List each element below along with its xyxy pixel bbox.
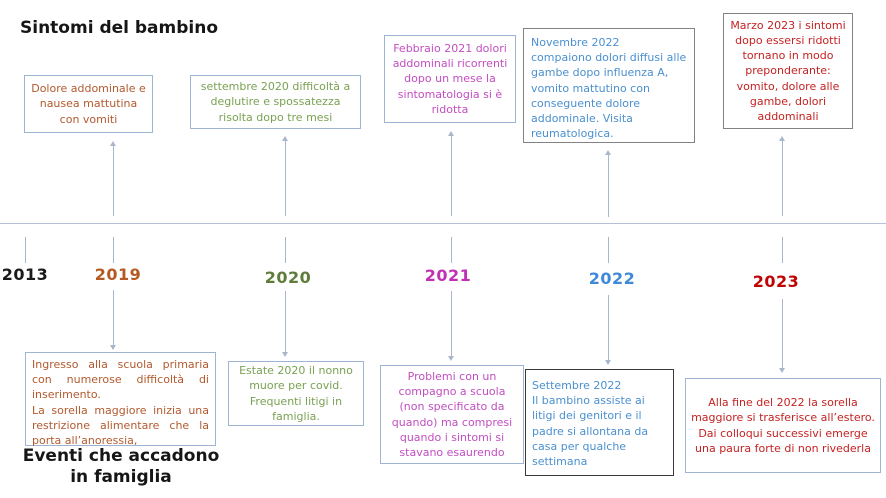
year-label-2013: 2013 [1, 265, 49, 284]
year-tick [113, 237, 114, 263]
connector-arrow-icon [605, 150, 611, 155]
connector-line [782, 141, 783, 216]
connector-line [285, 141, 286, 216]
connector-arrow-icon [110, 345, 116, 350]
connector-line [113, 290, 114, 345]
year-label-2020: 2020 [264, 268, 312, 287]
symptom-box-2023: Marzo 2023 i sintomi dopo essersi ridott… [723, 13, 853, 129]
family-event-box-2022: Settembre 2022 Il bambino assiste ai lit… [525, 369, 674, 476]
connector-line [782, 299, 783, 368]
year-label-2019: 2019 [94, 265, 142, 284]
connector-arrow-icon [282, 352, 288, 357]
connector-arrow-icon [282, 136, 288, 141]
connector-line [451, 136, 452, 216]
connector-line [608, 155, 609, 217]
year-tick [285, 237, 286, 263]
year-label-2022: 2022 [588, 269, 636, 288]
symptom-box-2020: settembre 2020 difficoltà a deglutire e … [190, 75, 361, 129]
family-event-box-2020: Estate 2020 il nonno muore per covid. Fr… [228, 361, 364, 426]
symptom-box-2022: Novembre 2022 compaiono dolori diffusi a… [523, 28, 695, 143]
connector-line [451, 291, 452, 356]
connector-arrow-icon [779, 136, 785, 141]
connector-arrow-icon [110, 141, 116, 146]
family-events-section-title: Eventi che accadono in famiglia [22, 446, 220, 488]
year-tick [608, 237, 609, 263]
symptoms-section-title: Sintomi del bambino [20, 18, 219, 38]
connector-arrow-icon [605, 360, 611, 365]
year-tick [782, 237, 783, 263]
connector-line [285, 291, 286, 352]
family-event-box-2023: Alla fine del 2022 la sorella maggiore s… [685, 378, 881, 473]
year-label-2023: 2023 [752, 272, 800, 291]
family-event-box-2019: Ingresso alla scuola primaria con numero… [25, 352, 216, 447]
connector-arrow-icon [779, 368, 785, 373]
connector-line [113, 146, 114, 216]
year-tick [25, 237, 26, 263]
year-tick [451, 237, 452, 263]
connector-line [608, 295, 609, 360]
year-label-2021: 2021 [424, 266, 472, 285]
symptom-box-2021: Febbraio 2021 dolori addominali ricorren… [384, 35, 516, 123]
symptom-box-2019: Dolore addominale e nausea mattutina con… [24, 75, 153, 133]
connector-arrow-icon [448, 131, 454, 136]
connector-arrow-icon [448, 356, 454, 361]
timeline-axis [0, 223, 886, 224]
family-event-box-2021: Problemi con un compagno a scuola (non s… [380, 365, 524, 464]
